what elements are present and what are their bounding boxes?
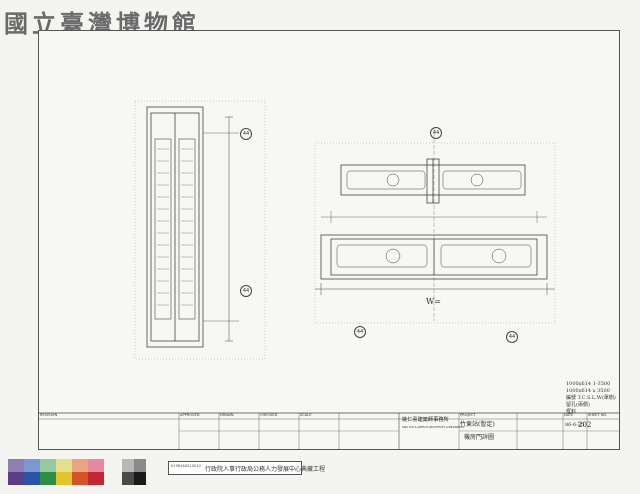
swatch-gray-light <box>122 459 134 472</box>
callout-left-top: 44 <box>240 128 252 140</box>
callout-right-bottom-right: 44 <box>506 331 518 343</box>
revision-label: REVISION <box>40 413 58 417</box>
sheet-number-label: SHEET NO. <box>588 413 608 417</box>
note-line: 留孔(兩側) <box>566 402 590 408</box>
checked-label: CHECKED <box>260 413 278 417</box>
note-line: 1000x614 1-3500 <box>566 381 611 387</box>
note-line: 1000x614 x 3500 <box>566 388 610 394</box>
scale-label: SCALE <box>300 413 312 417</box>
swatch-green <box>40 472 56 485</box>
callout-right-bottom-left: 44 <box>354 326 366 338</box>
drawn-label: DRAWN <box>220 413 234 417</box>
swatch-sky <box>24 459 40 472</box>
swatch-lemon <box>56 459 72 472</box>
swatch-gray-mid <box>134 459 146 472</box>
project-name: 竹東站(暫定) <box>460 421 495 428</box>
drawing-title: 機房門詳圖 <box>464 434 495 441</box>
swatch-blue <box>24 472 40 485</box>
width-dimension: W= <box>426 297 441 306</box>
note-line: 編號 T.C.S.L.W(單側) <box>566 395 616 401</box>
swatch-red <box>88 472 104 485</box>
drawing-linework <box>39 100 619 449</box>
swatch-yellow <box>56 472 72 485</box>
approved-label: APPROVED <box>180 413 200 417</box>
handwritten-notes: 1000x614 1-3500 1000x614 x 3500 編號 T.C.S… <box>566 381 616 416</box>
note-line: 框料 <box>566 409 577 415</box>
archive-scan-id: 0198160010010 <box>171 464 201 468</box>
firm-name-english: KRIS YAO & ARTECH ARCHITECTS & ENGINEERS <box>402 426 464 429</box>
swatch-pink <box>88 459 104 472</box>
callout-left-bottom: 44 <box>240 285 252 297</box>
swatch-mint <box>40 459 56 472</box>
date-label: DATE <box>564 413 574 417</box>
archive-label: 0198160010010 行政院人事行政局公務人力發展中心典藏工程 <box>168 461 325 475</box>
swatch-orange <box>72 472 88 485</box>
drawing-date: 86-6-25 <box>565 422 585 428</box>
swatch-peach <box>72 459 88 472</box>
drawing-sheet <box>38 30 620 450</box>
firm-name-chinese: 姚仁喜建築師事務所 <box>402 417 449 423</box>
swatch-purple <box>8 472 24 485</box>
callout-right-top: 44 <box>430 127 442 139</box>
project-label: PROJECT <box>460 413 476 417</box>
archive-organization: 行政院人事行政局公務人力發展中心典藏工程 <box>205 466 326 473</box>
swatch-lilac <box>8 459 24 472</box>
swatch-gray-dark <box>122 472 134 485</box>
title-block: REVISION APPROVED DRAWN CHECKED SCALE 姚仁… <box>38 412 618 448</box>
swatch-black <box>134 472 146 485</box>
sheet-number: 202 <box>578 421 592 429</box>
